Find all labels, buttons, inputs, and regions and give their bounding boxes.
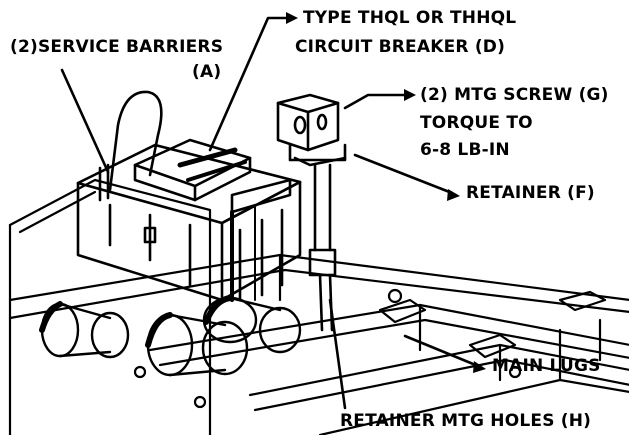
arrowhead-main-lugs	[473, 361, 486, 373]
leader-retainer	[353, 153, 454, 195]
label-main-lugs: MAIN LUGS	[492, 356, 601, 376]
label-mtg-screw: (2) MTG SCREW (G)	[420, 85, 609, 105]
bus-cylinders	[39, 295, 302, 377]
arrowhead-retainer	[447, 189, 460, 201]
leader-lines	[60, 16, 480, 410]
label-breaker-type: TYPE THQL OR THHQL	[303, 8, 517, 28]
label-retainer-holes: RETAINER MTG HOLES (H)	[340, 411, 592, 431]
arrowhead-breaker	[286, 12, 298, 24]
label-circuit-breaker: CIRCUIT BREAKER (D)	[295, 37, 506, 57]
label-service-barriers-ref: (A)	[192, 62, 222, 82]
label-retainer: RETAINER (F)	[466, 183, 595, 203]
label-torque: TORQUE TO	[420, 113, 533, 133]
arrowhead-mtg-screw	[404, 89, 416, 101]
retainer-bracket	[276, 93, 347, 332]
leader-main-lugs	[403, 334, 480, 368]
leader-service-barriers	[60, 68, 110, 174]
label-service-barriers: (2)SERVICE BARRIERS	[10, 37, 224, 57]
panel-base	[8, 178, 629, 435]
circuit-breaker-body	[76, 90, 302, 302]
leader-arrowheads	[286, 12, 486, 373]
leader-mtg-screw	[343, 93, 410, 110]
label-torque-value: 6-8 LB-IN	[420, 140, 510, 160]
leader-retainer-holes	[328, 298, 347, 410]
leader-circuit-breaker	[208, 16, 292, 152]
